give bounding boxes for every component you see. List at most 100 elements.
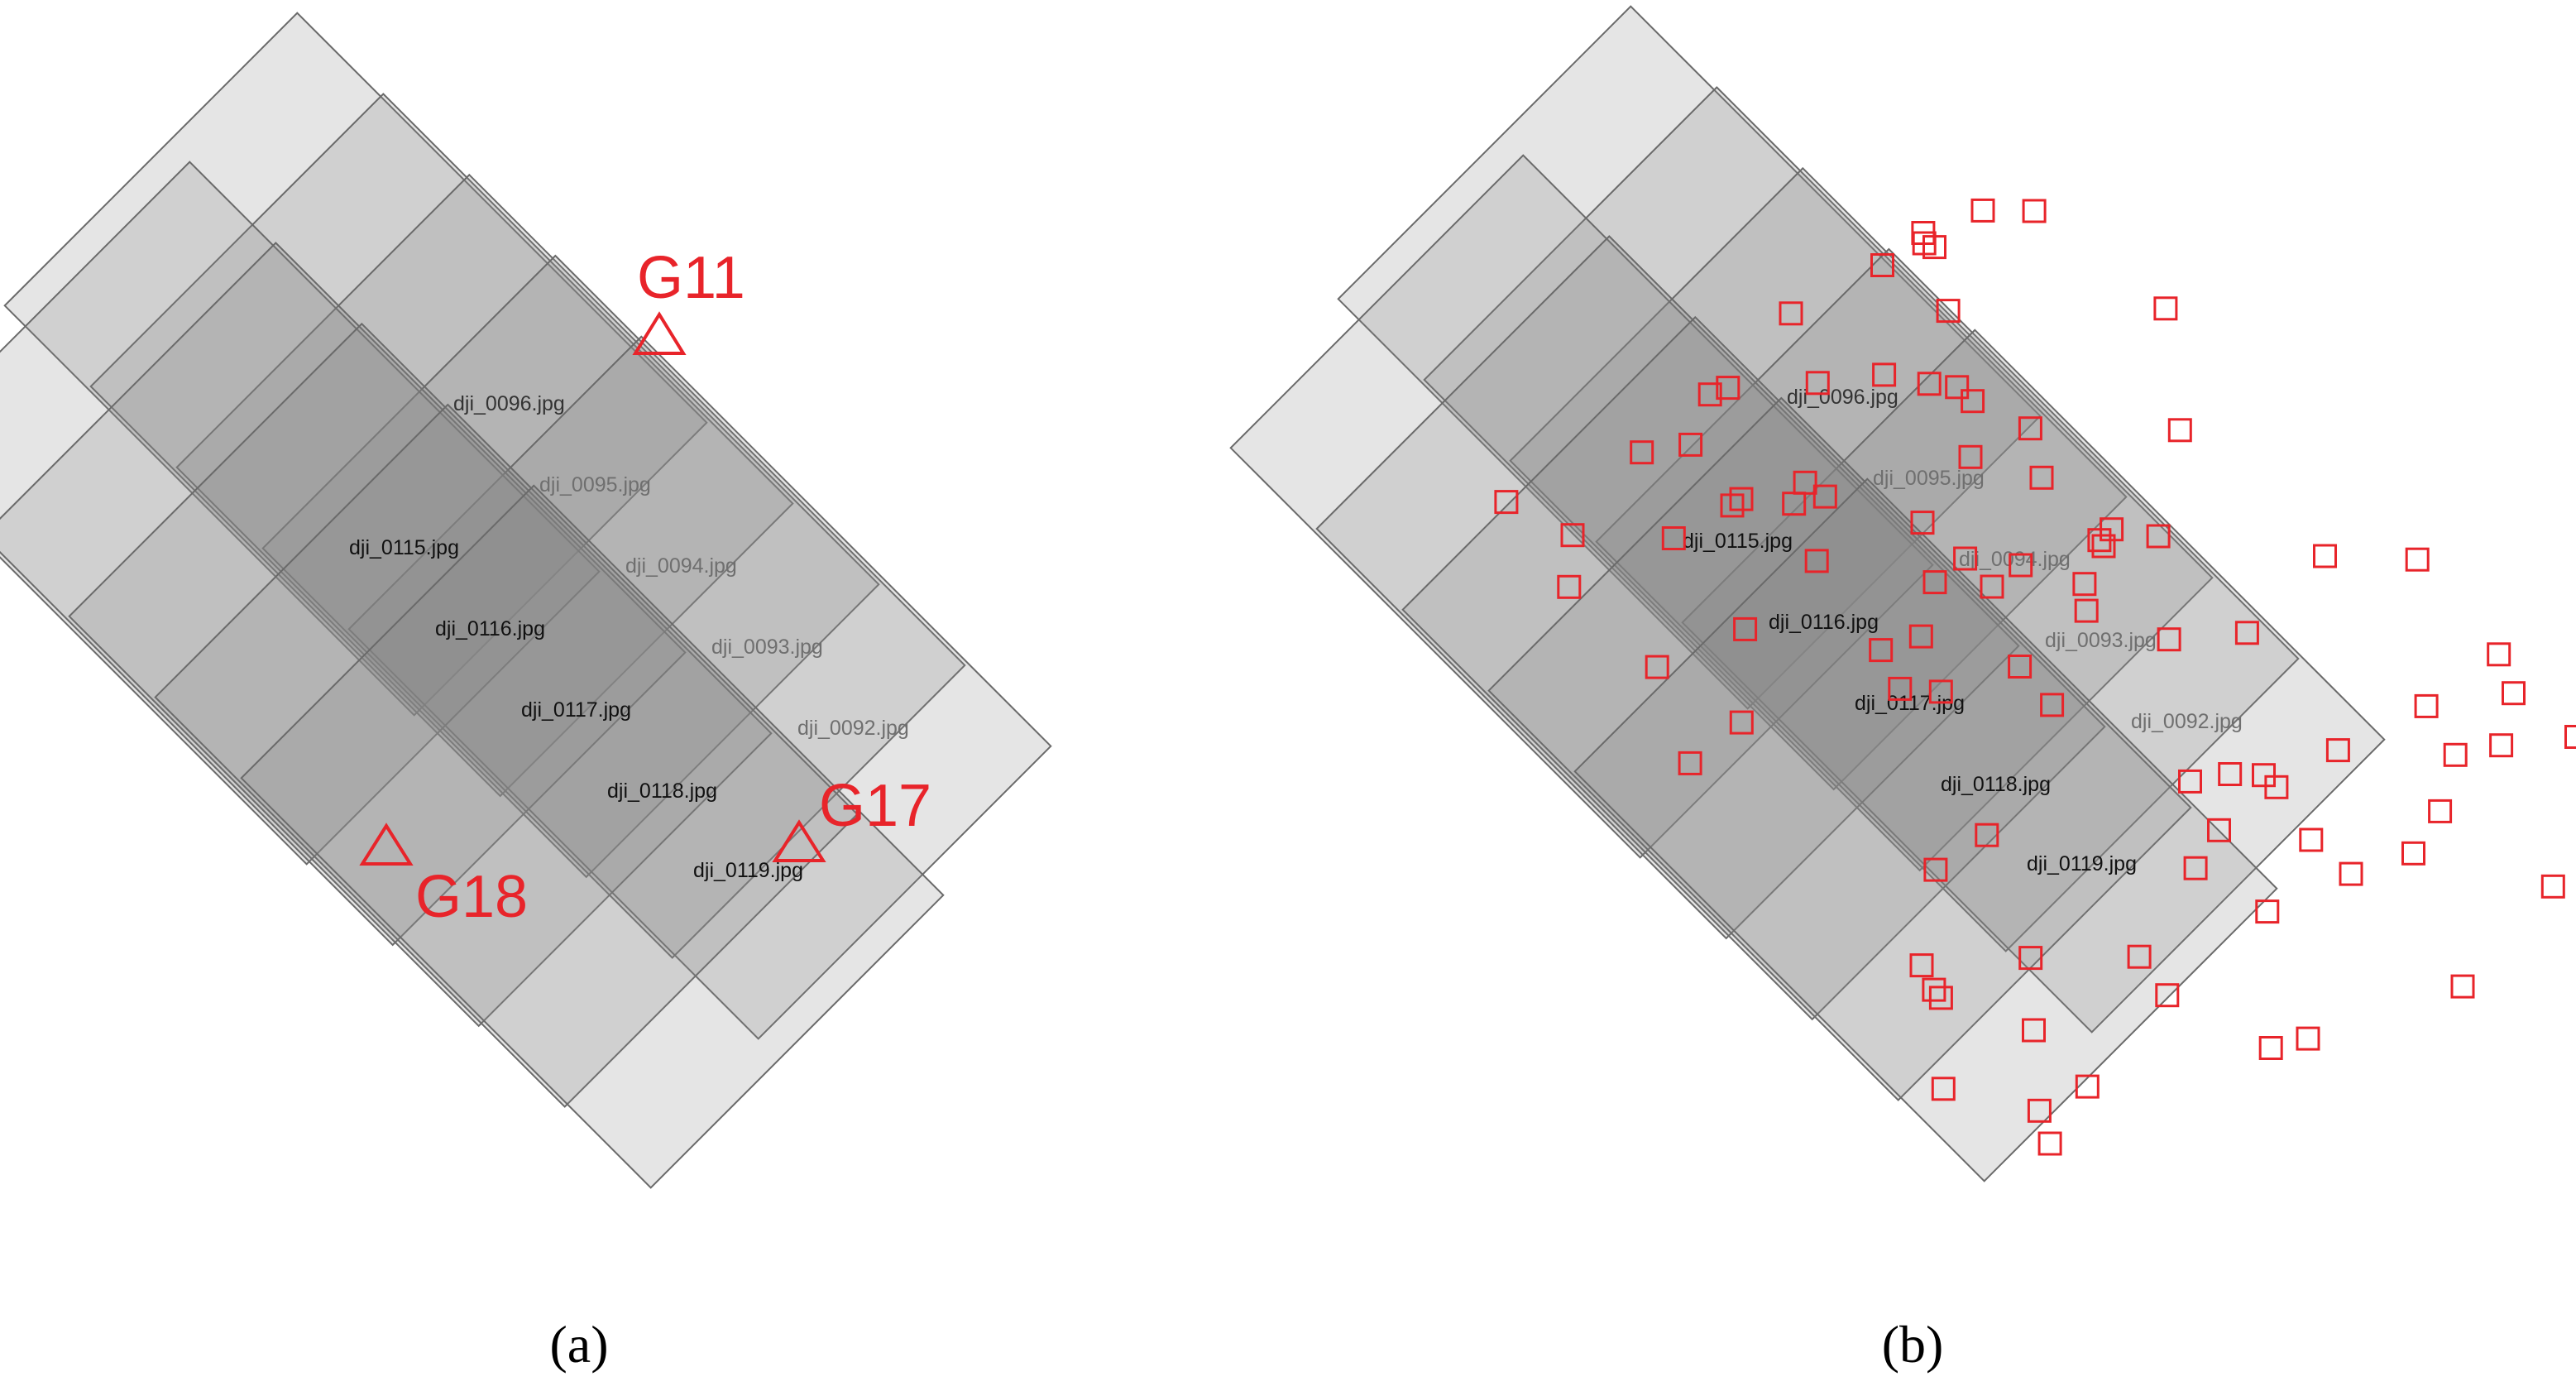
image-label: dji_0115.jpg [349, 536, 459, 559]
square-icon [1922, 977, 1946, 1002]
square-icon [2040, 693, 2065, 717]
image-footprint [1487, 396, 2192, 1101]
square-icon [1958, 444, 1983, 469]
square-icon [2489, 733, 2514, 758]
square-icon [1980, 574, 2004, 599]
square-icon [2018, 416, 2042, 441]
footprint-layer-a [0, 12, 1052, 1189]
square-icon [1923, 857, 1948, 882]
image-footprint [1337, 5, 2042, 710]
image-label: dji_0095.jpg [1873, 467, 1985, 490]
square-icon [2127, 944, 2152, 969]
square-icon [1912, 231, 1937, 256]
image-labels-b: dji_0096.jpg dji_0095.jpg dji_0094.jpg d… [1683, 386, 2243, 875]
square-icon [1872, 362, 1897, 387]
square-icon [1953, 546, 1978, 571]
square-icon [1716, 376, 1740, 401]
square-icon [1733, 616, 1758, 641]
gcp-label-g18: G18 [415, 864, 528, 930]
square-icon [2091, 534, 2116, 559]
square-icon [2153, 296, 2178, 321]
square-icon [2313, 544, 2337, 568]
panel-b: dji_0096.jpg dji_0095.jpg dji_0094.jpg d… [1229, 5, 2576, 1374]
square-icon [2146, 524, 2171, 549]
square-icon [1931, 1077, 1956, 1101]
square-icon [1557, 574, 1582, 599]
image-label: dji_0116.jpg [1769, 611, 1879, 634]
square-icon [1678, 751, 1702, 775]
image-label: dji_0093.jpg [2045, 629, 2157, 652]
square-icon [1945, 375, 1970, 400]
image-label: dji_0119.jpg [2027, 852, 2137, 875]
square-icon [2487, 642, 2511, 667]
image-footprint [68, 322, 773, 1028]
image-label: dji_0092.jpg [797, 717, 909, 740]
square-icon [2450, 974, 2475, 999]
square-icon [2405, 547, 2430, 572]
image-label: dji_0094.jpg [1959, 548, 2071, 571]
square-icon [2234, 621, 2259, 645]
square-icon [1804, 549, 1829, 573]
square-icon [2167, 418, 2192, 443]
image-footprint [1315, 235, 2020, 940]
square-icon [2299, 827, 2324, 852]
image-footprint [1229, 154, 1934, 859]
square-icon [2022, 199, 2047, 223]
square-icon [2075, 1074, 2100, 1099]
square-icon [1922, 570, 1947, 595]
image-footprint [1595, 247, 2300, 952]
square-icon [2072, 572, 2097, 597]
square-icon [2183, 856, 2208, 880]
image-footprint [3, 12, 708, 717]
square-icon [2029, 465, 2054, 490]
square-icon [1645, 655, 1669, 679]
image-footprint [89, 93, 794, 798]
square-icon [1869, 638, 1894, 663]
square-icon [1560, 523, 1585, 548]
square-icon [1779, 301, 1803, 326]
square-icon [1910, 511, 1935, 535]
square-icon [2428, 799, 2453, 823]
image-label: dji_0096.jpg [453, 392, 565, 415]
image-footprint [1573, 477, 2278, 1182]
square-icon [1678, 432, 1703, 457]
image-labels-a: dji_0096.jpg dji_0095.jpg dji_0094.jpg d… [349, 392, 909, 882]
image-footprint [1423, 86, 2128, 791]
image-footprint [1681, 329, 2386, 1034]
square-icon [1961, 389, 1985, 414]
square-icon [2178, 769, 2202, 794]
square-icon [1870, 253, 1894, 277]
image-label: dji_0115.jpg [1683, 530, 1793, 553]
square-icon [1908, 624, 1933, 649]
square-icon [1630, 440, 1654, 465]
image-label: dji_0092.jpg [2131, 710, 2243, 733]
square-icon [2540, 874, 2565, 899]
square-icon [1970, 198, 1995, 223]
square-icon [2264, 775, 2289, 799]
square-icon [1729, 710, 1754, 735]
square-icon [2443, 742, 2468, 767]
square-icon [1928, 679, 1953, 704]
square-icon [2414, 693, 2439, 718]
image-label: dji_0096.jpg [1787, 386, 1898, 409]
square-icon [2258, 1036, 2283, 1060]
panel-a: dji_0096.jpg dji_0095.jpg dji_0094.jpg d… [0, 12, 1052, 1374]
square-icon [2022, 1018, 2046, 1043]
square-icon [1928, 986, 1953, 1010]
square-icon [1793, 470, 1817, 495]
image-footprint [0, 242, 687, 947]
image-label: dji_0118.jpg [1941, 773, 2051, 796]
square-icon [1805, 371, 1830, 396]
square-icon [2157, 627, 2181, 652]
square-icon [2401, 841, 2425, 866]
square-icon [1697, 382, 1722, 407]
square-icon [2325, 738, 2350, 763]
image-footprint [261, 254, 966, 959]
panel-caption-a: (a) [549, 1315, 608, 1374]
square-icon [2100, 517, 2124, 542]
triangle-icon [632, 311, 687, 355]
square-icon [2207, 818, 2231, 842]
triangle-icon [772, 819, 826, 862]
square-icon [1494, 490, 1519, 515]
